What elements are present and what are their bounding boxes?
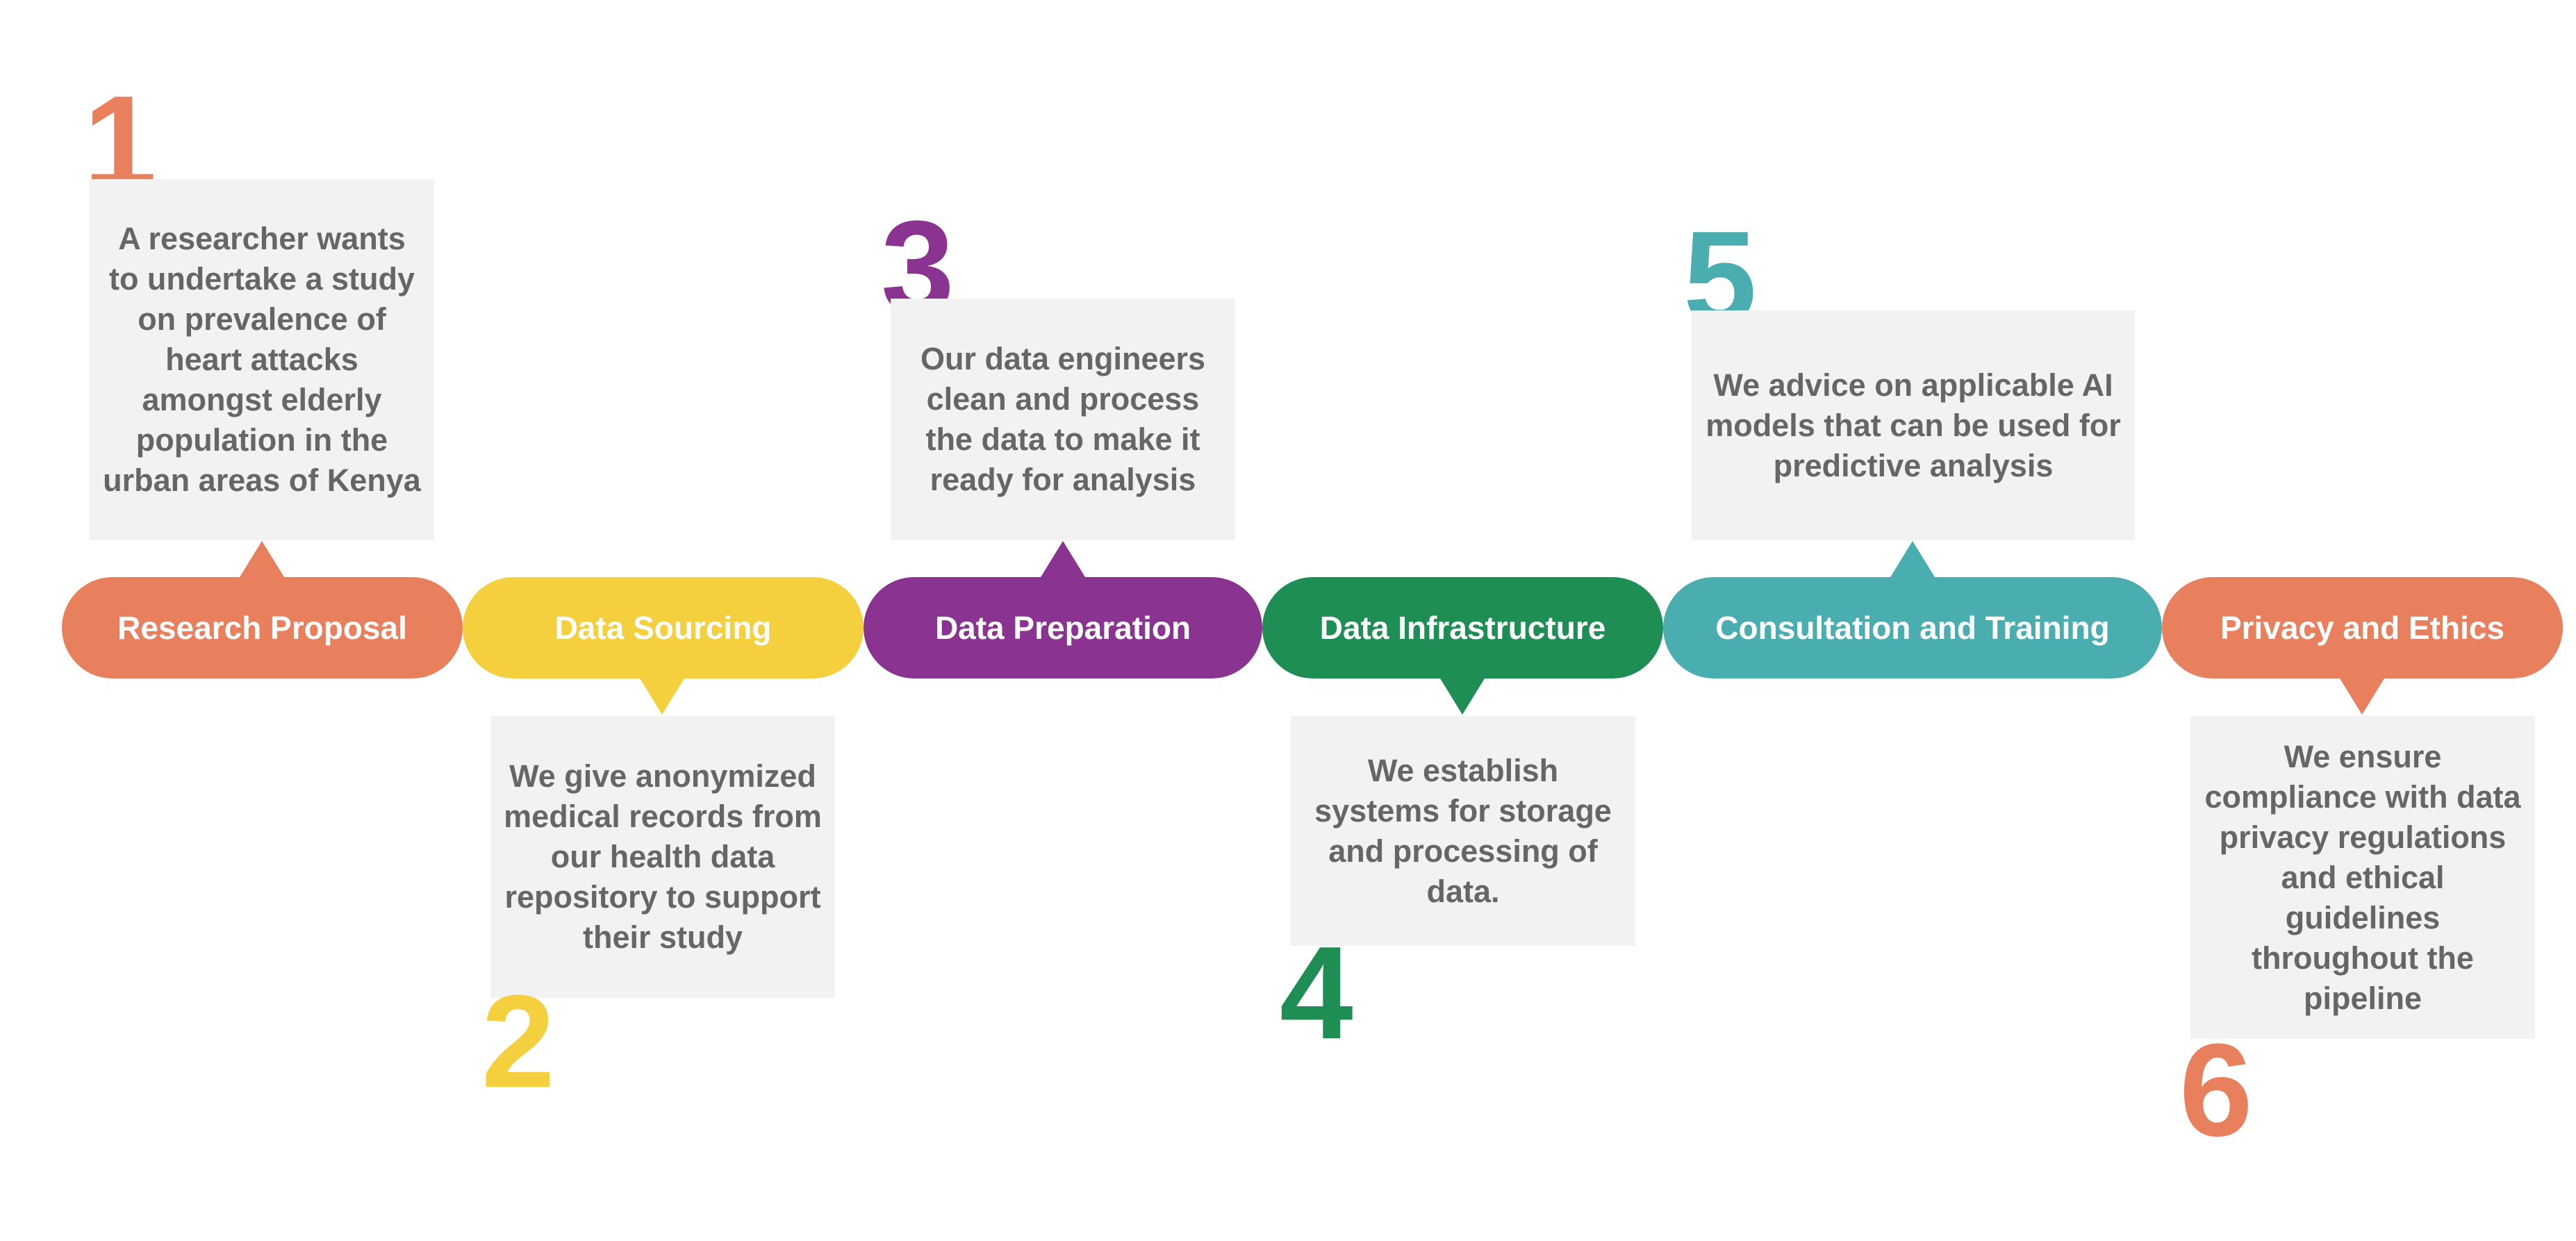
step-1-description: A researcher wants to undertake a study … [103, 221, 421, 498]
step-6-description-box: We ensure compliance with data privacy r… [2190, 716, 2535, 1039]
step-1-label: Research Proposal [117, 610, 407, 646]
step-1-description-box: A researcher wants to undertake a study … [90, 179, 434, 540]
step-6-number: 6 [2179, 1017, 2253, 1164]
step-6-pointer [2340, 678, 2384, 715]
step-3-label: Data Preparation [934, 610, 1191, 646]
step-2-label: Data Sourcing [554, 610, 772, 646]
step-4-label: Data Infrastructure [1319, 610, 1606, 646]
step-2-description: We give anonymized medical records from … [504, 758, 822, 955]
step-1-pill: Research Proposal [62, 577, 463, 678]
step-3-description-box: Our data engineers clean and process the… [891, 299, 1235, 540]
step-5-description: We advice on applicable AI models that c… [1706, 367, 2121, 483]
step-2-pointer [640, 678, 684, 715]
step-5-pill: Consultation and Training [1663, 577, 2162, 678]
step-4-pointer [1440, 678, 1485, 715]
step-2-number: 2 [481, 968, 555, 1115]
step-4-pill: Data Infrastructure [1262, 577, 1663, 678]
step-3-pill: Data Preparation [864, 577, 1262, 678]
step-2-description-box: We give anonymized medical records from … [490, 716, 835, 998]
step-5-pointer [1890, 541, 1935, 577]
step-6-pill: Privacy and Ethics [2162, 577, 2563, 678]
step-4-number: 4 [1280, 919, 1353, 1067]
step-2-pill: Data Sourcing [463, 577, 864, 678]
step-5-label: Consultation and Training [1715, 610, 2110, 646]
step-6-label: Privacy and Ethics [2220, 610, 2505, 646]
step-3-pointer [1041, 541, 1085, 577]
step-4-description-box: We establish systems for storage and pro… [1291, 716, 1635, 946]
step-4-description: We establish systems for storage and pro… [1314, 752, 1612, 909]
step-3-description: Our data engineers clean and process the… [920, 341, 1206, 497]
step-1-pointer [240, 541, 284, 577]
step-5-description-box: We advice on applicable AI models that c… [1692, 310, 2135, 540]
step-6-description: We ensure compliance with data privacy r… [2204, 738, 2521, 1016]
